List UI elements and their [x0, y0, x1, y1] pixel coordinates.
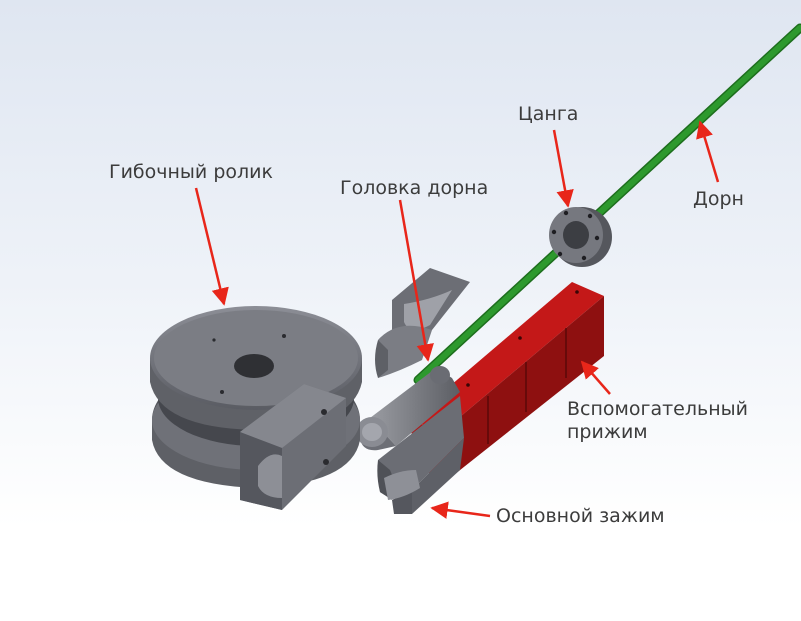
arrow-icon	[552, 129, 574, 208]
main-clamp-part	[377, 396, 464, 514]
arrow-icon	[430, 501, 491, 519]
arrow-icon	[398, 199, 434, 362]
label-mandrel-head: Головка дорна	[340, 177, 489, 199]
collet-part	[549, 207, 612, 267]
label-mandrel: Дорн	[693, 188, 744, 210]
label-main-clamp: Основной зажим	[496, 505, 665, 527]
arrow-icon	[580, 360, 611, 395]
pointer-arrows	[194, 120, 720, 519]
bending-roller-part	[150, 306, 362, 510]
arrow-icon	[194, 187, 229, 306]
mandrel-rod	[413, 23, 801, 385]
label-auxiliary-clamp: Вспомогательный прижим	[567, 398, 748, 443]
label-bending-roller: Гибочный ролик	[109, 161, 273, 183]
wiper-die-part	[375, 268, 470, 378]
mandrel-head-part	[356, 366, 460, 451]
arrow-icon	[696, 120, 720, 183]
label-collet: Цанга	[518, 103, 579, 125]
